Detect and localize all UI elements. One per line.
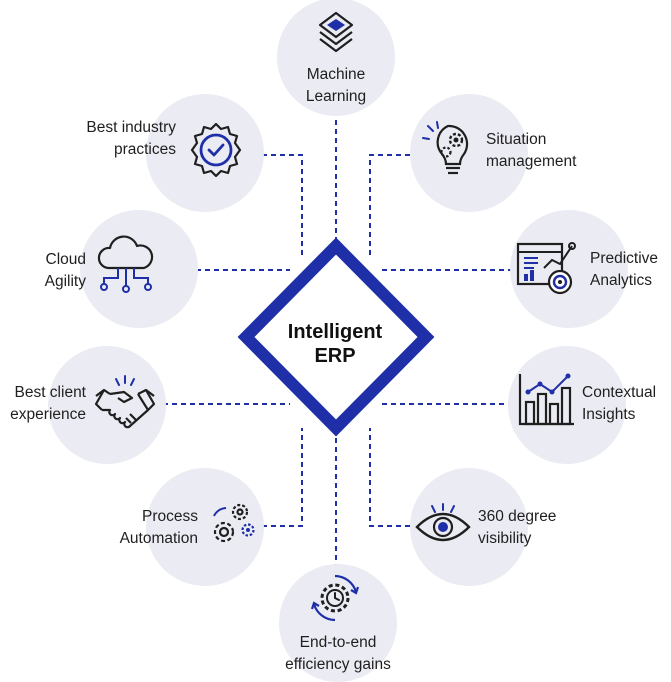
label-visibility-line2: visibility <box>478 530 532 547</box>
label-client-line1: Best client <box>14 384 86 401</box>
circle-situation <box>410 94 528 212</box>
label-client: Best client experience <box>0 382 86 426</box>
label-cloud-line1: Cloud <box>45 251 87 268</box>
label-contextual-line2: Insights <box>582 406 636 423</box>
label-predictive-line1: Predictive <box>590 250 659 267</box>
label-situation-line2: management <box>486 153 577 170</box>
analytics-dashboard-icon <box>516 242 576 295</box>
center-title: Intelligent ERP <box>255 320 415 368</box>
label-predictive: Predictive Analytics <box>590 248 670 292</box>
label-machine-learning: Machine Learning <box>277 64 395 108</box>
gears-icon <box>213 503 255 543</box>
center-title-line1: Intelligent <box>287 321 383 343</box>
label-process: Process Automation <box>90 506 198 550</box>
label-predictive-line2: Analytics <box>590 272 653 289</box>
badge-check-icon <box>190 122 242 178</box>
label-best-industry: Best industry practices <box>40 117 176 161</box>
circle-client <box>48 346 166 464</box>
label-process-line2: Automation <box>119 530 198 547</box>
label-visibility-line1: 360 degree <box>478 508 557 525</box>
label-situation-line1: Situation <box>486 131 547 148</box>
gear-clock-icon <box>310 574 360 622</box>
label-efficiency-line2: efficiency gains <box>285 656 391 673</box>
layers-icon <box>318 11 354 53</box>
label-contextual: Contextual Insights <box>582 382 670 426</box>
circle-best-industry <box>146 94 264 212</box>
label-contextual-line1: Contextual <box>582 384 657 401</box>
label-visibility: 360 degree visibility <box>478 506 578 550</box>
center-title-line2: ERP <box>314 345 356 367</box>
handshake-icon <box>94 375 156 429</box>
label-machine-learning-line2: Learning <box>305 88 367 105</box>
label-cloud-line2: Agility <box>44 273 86 290</box>
eye-icon <box>415 503 471 542</box>
label-best-industry-line2: practices <box>113 141 176 158</box>
circle-contextual <box>508 346 626 464</box>
label-client-line2: experience <box>10 406 86 423</box>
label-best-industry-line1: Best industry <box>86 119 176 136</box>
label-machine-learning-line1: Machine <box>306 66 366 83</box>
lightbulb-gears-icon <box>422 121 469 175</box>
label-situation: Situation management <box>486 129 616 173</box>
cloud-network-icon <box>97 235 154 293</box>
label-efficiency-line1: End-to-end <box>299 634 377 651</box>
label-efficiency: End-to-end efficiency gains <box>268 632 408 676</box>
label-cloud: Cloud Agility <box>10 249 86 293</box>
circle-efficiency <box>279 564 397 682</box>
bar-chart-icon <box>518 373 574 426</box>
circle-process <box>146 468 264 586</box>
label-process-line1: Process <box>142 508 198 525</box>
